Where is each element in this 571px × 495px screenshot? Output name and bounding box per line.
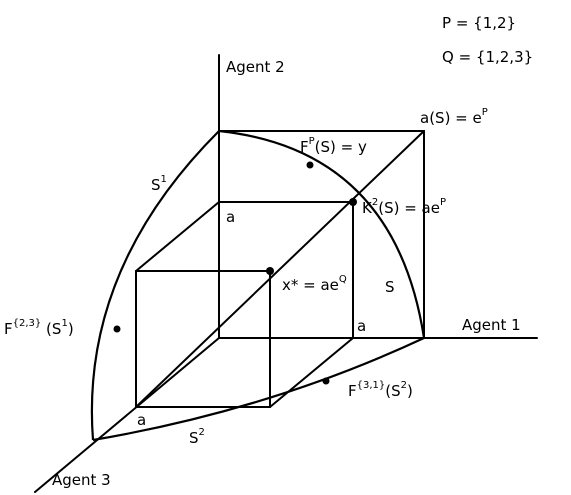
fp-point [306, 161, 314, 169]
s2-label: S2 [189, 427, 205, 447]
agent3-label: Agent 3 [52, 471, 111, 489]
cube-edge-bottom-right [269, 337, 354, 408]
curve-s1 [90, 130, 220, 441]
set-p-label: P = {1,2} [442, 14, 516, 32]
k2-label: K2(S) = aeP [362, 197, 446, 217]
curve-s2 [92, 337, 425, 442]
curve-s [218, 129, 426, 339]
s-label: S [385, 278, 395, 296]
agent1-label: Agent 1 [462, 316, 521, 334]
cube-edge-top-left [135, 201, 220, 272]
set-q-label: Q = {1,2,3} [442, 48, 533, 66]
xstar-label: x* = aeQ [282, 274, 347, 294]
agent2-label: Agent 2 [226, 58, 285, 76]
as-label: a(S) = eP [420, 107, 488, 127]
f31-point [322, 377, 330, 385]
k2-point [349, 198, 357, 206]
f31-label: F{3,1}(S2) [348, 380, 413, 400]
f23-point [113, 325, 121, 333]
diagonal-line [135, 130, 425, 408]
s1-label: S1 [151, 174, 167, 194]
a-depth-label: a [137, 411, 146, 429]
agent3-axis [34, 337, 220, 493]
a-horizontal-label: a [357, 317, 366, 335]
fp-label: FP(S) = y [300, 136, 367, 156]
a-vertical-label: a [226, 208, 235, 226]
xstar-point [266, 267, 274, 275]
f23-label: F{2,3} (S1) [4, 318, 74, 338]
